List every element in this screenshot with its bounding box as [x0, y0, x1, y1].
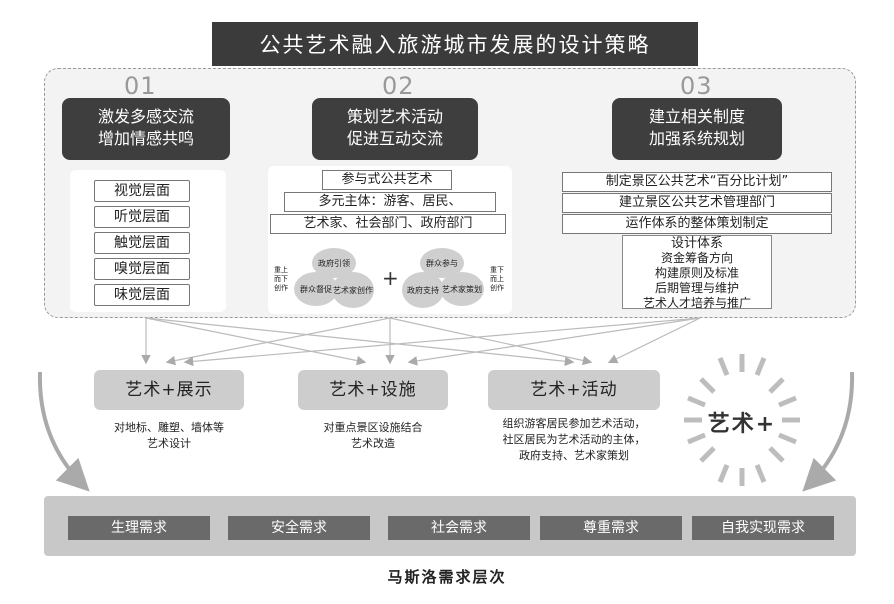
strategy-line: 加强系统规划: [648, 129, 745, 148]
system-line: 制定景区公共艺术“百分比计划”: [562, 172, 832, 192]
sunburst-icon: [684, 354, 800, 486]
need-item: 生理需求: [68, 516, 210, 540]
need-item: 社会需求: [388, 516, 530, 540]
art-box-desc: 政府支持、艺术家策划: [519, 449, 629, 462]
sense-layer-item: 视觉层面: [94, 180, 190, 202]
participation-line: 艺术家、社会部门、政府部门: [270, 214, 506, 234]
art-box-desc: 对重点景区设施结合: [323, 421, 423, 434]
art-box-display: 艺术+展示 对地标、雕塑、墙体等 艺术设计: [94, 370, 244, 470]
strategy-line: 增加情感共鸣: [97, 129, 194, 148]
sense-layer-item: 听觉层面: [94, 206, 190, 228]
design-system-item: 构建原则及标准: [654, 266, 739, 280]
sense-layer-item: 触觉层面: [94, 232, 190, 254]
art-box-facility: 艺术+设施 对重点景区设施结合 艺术改造: [298, 370, 448, 470]
strategy-line: 激发多感交流: [97, 107, 194, 126]
need-item: 安全需求: [228, 516, 370, 540]
sense-layer-item: 嗅觉层面: [94, 258, 190, 280]
design-system-item: 后期管理与维护: [654, 281, 739, 295]
art-box-heading: 艺术+设施: [298, 370, 448, 410]
bottom-up-label: 重下而上创作: [490, 266, 504, 292]
process-circle: 群众督促: [294, 272, 338, 306]
art-box-heading: 艺术+活动: [488, 370, 660, 410]
need-item: 尊重需求: [540, 516, 682, 540]
design-system-title: 设计体系: [670, 236, 723, 251]
process-circle: 艺术家策划: [440, 272, 484, 306]
art-plus-label: 艺术+: [707, 412, 777, 437]
art-box-desc: 艺术改造: [351, 437, 395, 450]
system-line: 运作体系的整体策划制定: [562, 214, 832, 234]
strategy-number-2: 02: [382, 72, 415, 100]
strategy-box-2: 策划艺术活动 促进互动交流: [312, 98, 478, 160]
diagram-footer: 马斯洛需求层次: [387, 568, 507, 586]
sense-layer-item: 味觉层面: [94, 284, 190, 306]
strategy-number-3: 03: [680, 72, 713, 100]
design-system-item: 资金筹备方向: [660, 251, 733, 265]
design-system-box: 设计体系 资金筹备方向 构建原则及标准 后期管理与维护 艺术人才培养与推广: [622, 235, 772, 310]
process-circle: 艺术家创作: [332, 272, 374, 308]
art-box-activity: 艺术+活动 组织游客居民参加艺术活动， 社区居民为艺术活动的主体， 政府支持、艺…: [488, 370, 660, 480]
diagram-title: 公共艺术融入旅游城市发展的设计策略: [212, 22, 698, 66]
strategy-box-3: 建立相关制度 加强系统规划: [612, 98, 782, 160]
art-box-heading: 艺术+展示: [94, 370, 244, 410]
strategy-box-1: 激发多感交流 增加情感共鸣: [62, 98, 230, 160]
need-item: 自我实现需求: [692, 516, 834, 540]
art-box-desc: 艺术设计: [147, 437, 191, 450]
strategy-line: 策划艺术活动: [346, 107, 443, 126]
art-box-desc: 组织游客居民参加艺术活动，: [502, 417, 646, 430]
plus-sign: +: [382, 266, 399, 290]
art-box-desc: 社区居民为艺术活动的主体，: [502, 433, 646, 446]
strategy-number-1: 01: [124, 72, 157, 100]
participation-line: 参与式公共艺术: [322, 170, 452, 190]
art-box-desc: 对地标、雕塑、墙体等: [114, 421, 224, 434]
system-line: 建立景区公共艺术管理部门: [562, 193, 832, 213]
strategy-line: 促进互动交流: [346, 129, 443, 148]
process-circle: 政府支持: [402, 272, 444, 308]
design-system-item: 艺术人才培养与推广: [642, 296, 751, 310]
strategy-line: 建立相关制度: [648, 107, 745, 126]
top-down-label: 重上而下创作: [274, 266, 288, 292]
participation-line: 多元主体：游客、居民、: [284, 192, 496, 212]
